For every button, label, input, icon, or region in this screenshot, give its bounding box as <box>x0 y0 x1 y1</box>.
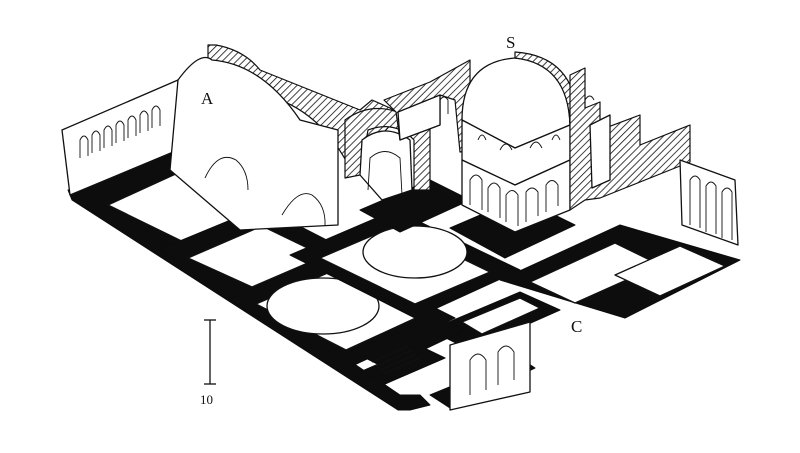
drum-windows <box>477 134 561 151</box>
hall-a-vault-interior <box>169 56 339 231</box>
court-c-arch-1 <box>469 353 487 395</box>
right-wing-floor-2 <box>614 245 726 297</box>
scale-bar-value: 10 <box>200 392 213 407</box>
chamber-arches <box>469 174 559 226</box>
label-s: S <box>506 33 515 52</box>
label-c: C <box>571 317 582 336</box>
court-passage-floor <box>461 297 541 335</box>
far-right-arches <box>689 175 733 240</box>
dome-s <box>383 51 739 246</box>
floor-plan <box>67 149 741 411</box>
right-wall-section <box>569 67 691 211</box>
scale-bar: 10 <box>200 319 216 407</box>
hall-a-windows <box>79 105 161 158</box>
label-a: A <box>201 89 214 108</box>
far-right-arcade <box>679 159 739 246</box>
hall-a-arch-1 <box>204 156 249 191</box>
upper-dome-circle <box>362 225 468 279</box>
back-wall-face <box>397 94 441 141</box>
stairs <box>371 345 421 375</box>
court-c-arch-2 <box>497 345 515 385</box>
hall-a-arch-2 <box>281 193 326 227</box>
lower-dome-circle <box>266 277 380 335</box>
right-wall-face <box>589 114 611 189</box>
arch-opening <box>359 130 413 201</box>
